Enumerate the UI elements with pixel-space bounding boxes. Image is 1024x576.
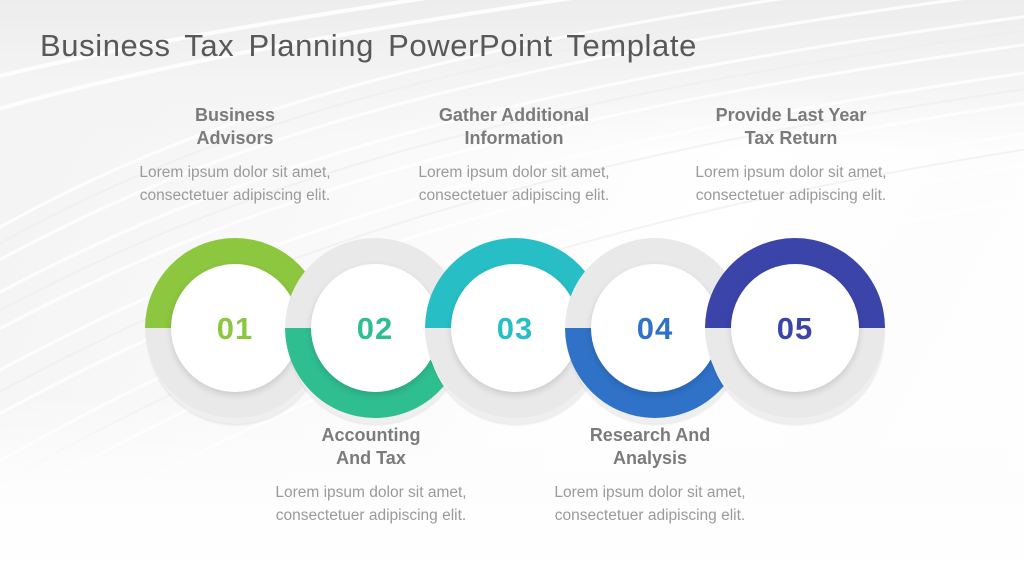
step-number-circle-5: 05 xyxy=(731,264,859,392)
step-node-1[interactable]: 01 xyxy=(145,238,325,424)
step-heading-4-line2: Analysis xyxy=(612,447,688,468)
step-heading-5-line1: Provide Last Year xyxy=(715,105,867,125)
process-chain: 01 02 03 04 xyxy=(0,238,1024,424)
step-node-3[interactable]: 03 xyxy=(425,238,605,424)
step-body-3: Lorem ipsum dolor sit amet, consectetuer… xyxy=(418,163,610,204)
step-number-circle-1: 01 xyxy=(171,264,299,392)
step-heading-5-line2: Tax Return xyxy=(744,127,838,148)
step-body-1: Lorem ipsum dolor sit amet, consectetuer… xyxy=(139,163,331,204)
step-number-1: 01 xyxy=(216,310,254,346)
step-number-circle-4: 04 xyxy=(591,264,719,392)
step-number-4: 04 xyxy=(636,310,674,346)
step-number-3: 03 xyxy=(496,310,534,346)
step-body-4: Lorem ipsum dolor sit amet, consectetuer… xyxy=(554,483,746,524)
step-heading-1-line2: Advisors xyxy=(196,127,274,148)
step-number-5: 05 xyxy=(776,310,814,346)
step-heading-2-line1: Accounting xyxy=(321,425,421,445)
step-node-2[interactable]: 02 xyxy=(285,238,465,424)
step-number-2: 02 xyxy=(356,310,394,346)
step-body-5: Lorem ipsum dolor sit amet, consectetuer… xyxy=(695,163,887,204)
step-heading-3-line1: Gather Additional xyxy=(438,105,590,125)
step-node-4[interactable]: 04 xyxy=(565,238,745,424)
step-number-circle-3: 03 xyxy=(451,264,579,392)
step-heading-4-line1: Research And xyxy=(589,425,711,445)
step-heading-2-line2: And Tax xyxy=(336,447,406,468)
step-body-2: Lorem ipsum dolor sit amet, consectetuer… xyxy=(275,483,467,524)
step-node-5[interactable]: 05 xyxy=(705,238,885,424)
step-heading-1-line1: Business xyxy=(194,105,276,125)
step-heading-3-line2: Information xyxy=(464,127,564,148)
step-number-circle-2: 02 xyxy=(311,264,439,392)
page-title: Business Tax Planning PowerPoint Templat… xyxy=(40,28,697,63)
